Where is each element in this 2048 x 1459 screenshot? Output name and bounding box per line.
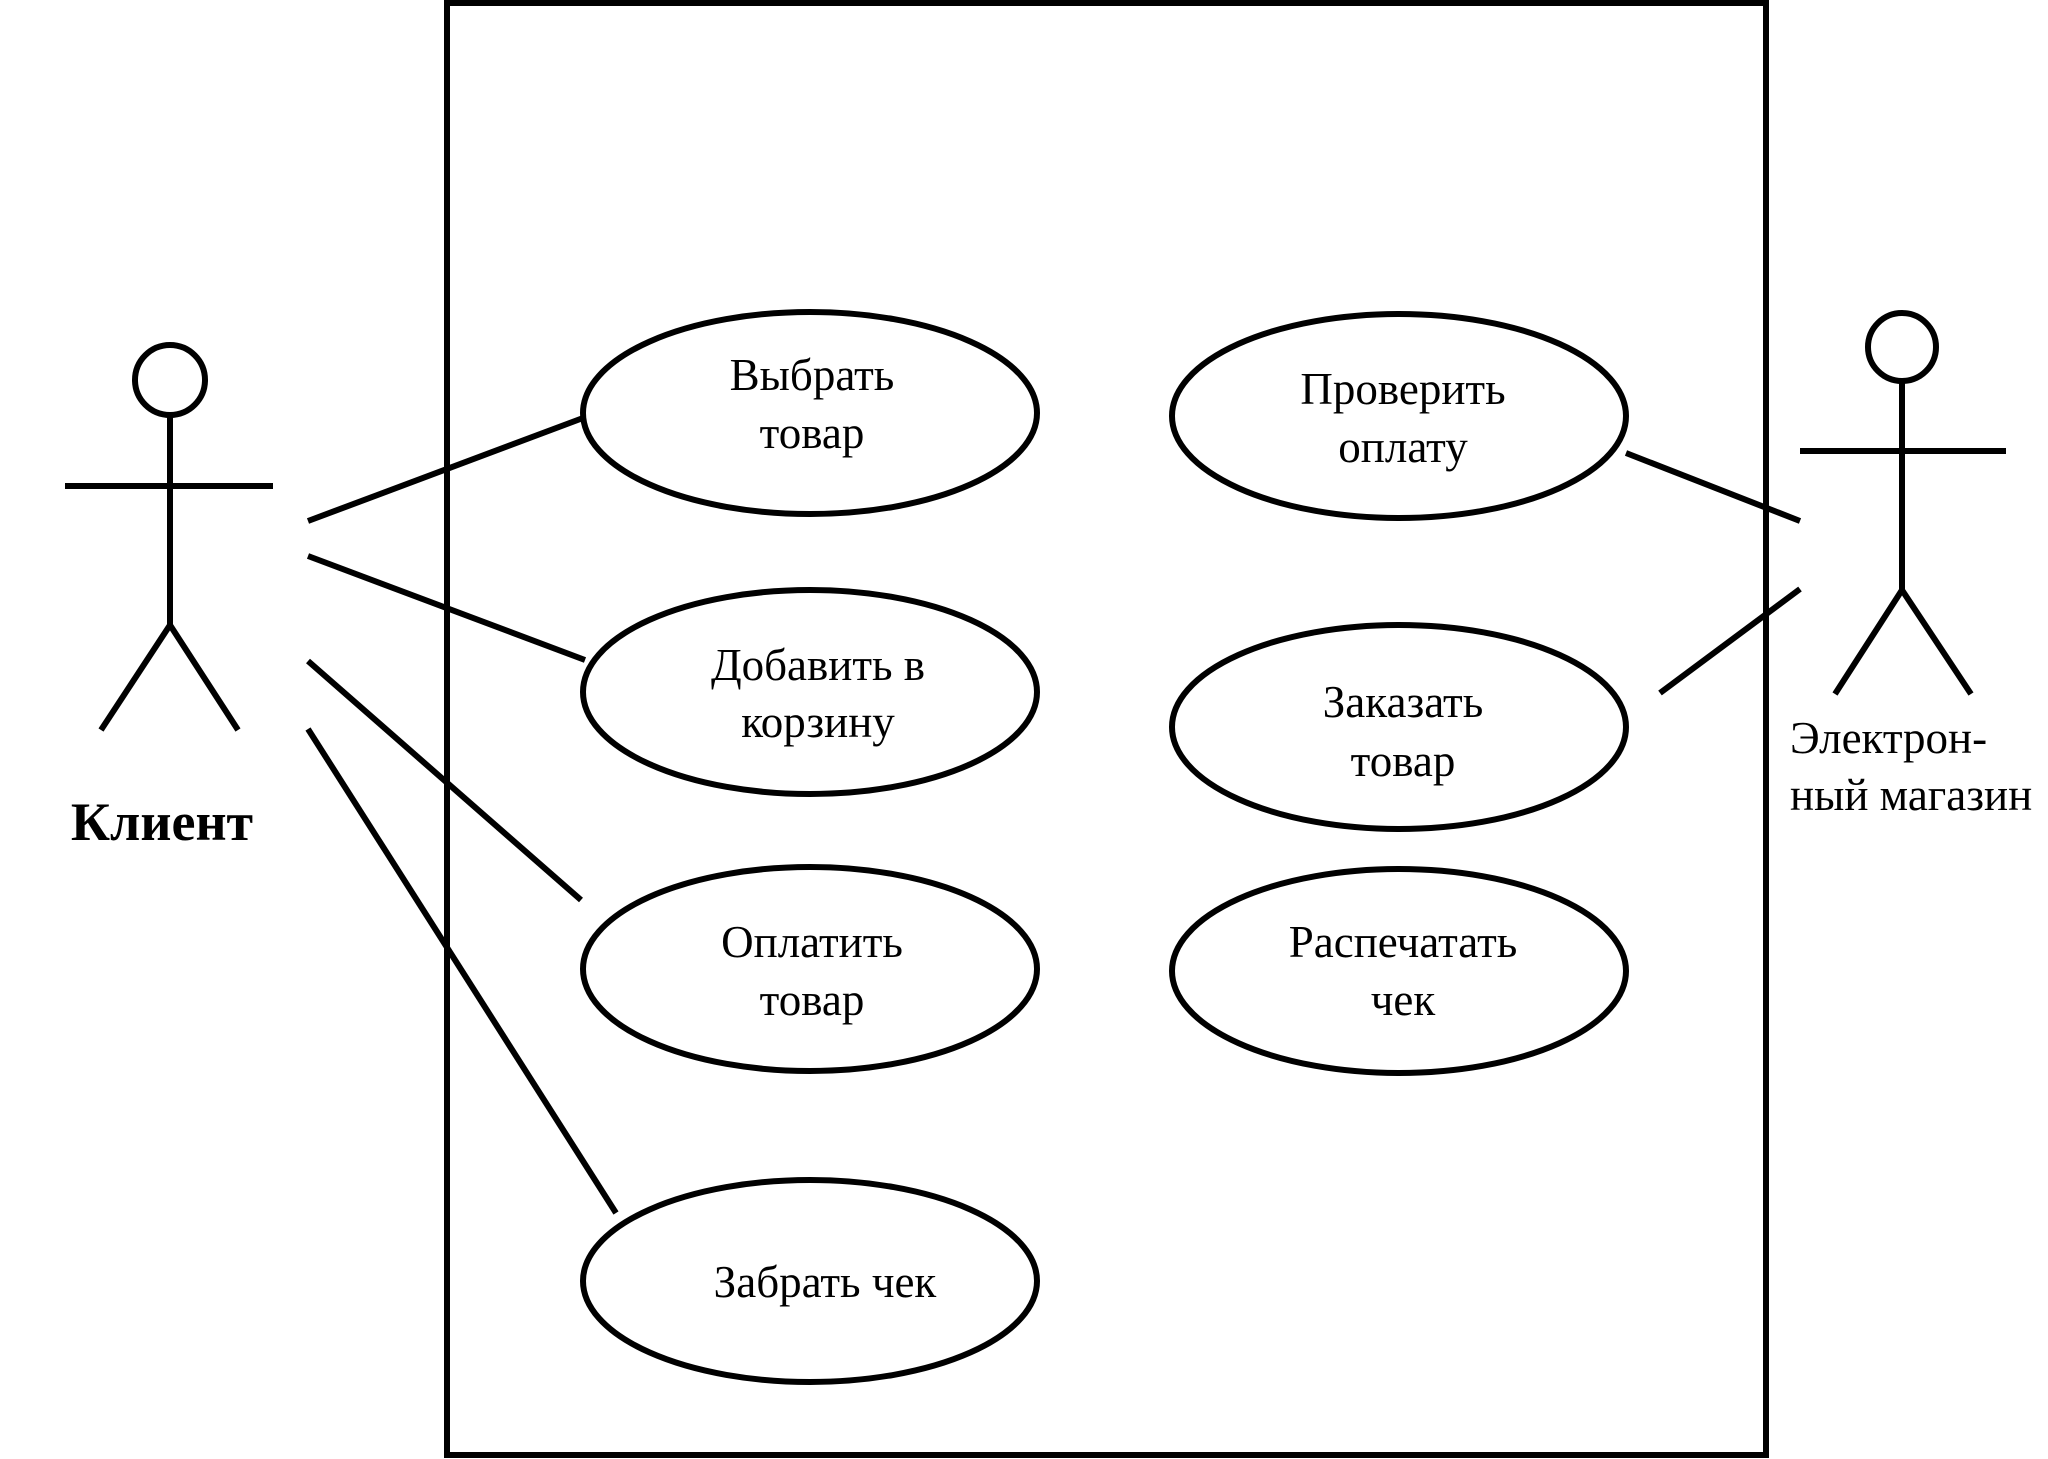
usecase-print-receipt-line1: Распечатать <box>1289 917 1518 967</box>
actor-client-leg-right <box>167 623 241 732</box>
usecase-take-receipt-line1: Забрать чек <box>714 1257 937 1307</box>
usecase-select-product-ellipse <box>580 309 1040 517</box>
usecase-check-payment: Проверить оплату <box>1169 311 1629 521</box>
usecase-add-to-cart-line2: корзину <box>741 697 895 747</box>
usecase-pay-product: Оплатить товар <box>580 864 1040 1074</box>
usecase-take-receipt: Забрать чек <box>580 1177 1040 1385</box>
actor-client-head <box>132 342 208 418</box>
usecase-take-receipt-ellipse <box>580 1177 1040 1385</box>
association-shop-order-product <box>1658 586 1802 696</box>
association-client-take-receipt <box>305 727 619 1215</box>
actor-shop-label-line1: Электрон- <box>1790 713 1987 763</box>
actor-shop: Электрон- ный магазин <box>1790 310 2032 820</box>
usecase-pay-product-ellipse <box>580 864 1040 1074</box>
usecase-check-payment-ellipse <box>1169 311 1629 521</box>
system-boundary <box>444 0 1769 1458</box>
usecase-pay-product-line1: Оплатить <box>721 917 903 967</box>
association-client-add-to-cart <box>306 553 587 663</box>
actor-shop-leg-left <box>1832 588 1905 696</box>
actor-client: Клиент <box>65 342 273 852</box>
usecase-order-product: Заказать товар <box>1169 622 1629 832</box>
usecase-order-product-ellipse <box>1169 622 1629 832</box>
actor-client-label: Клиент <box>71 792 253 852</box>
usecase-print-receipt-ellipse <box>1169 866 1629 1076</box>
association-client-select-product <box>306 415 585 524</box>
actor-shop-label-line2: ный магазин <box>1790 770 2032 820</box>
usecase-select-product: Выбрать товар <box>580 309 1040 517</box>
usecase-add-to-cart-line1: Добавить в <box>711 640 925 690</box>
usecase-add-to-cart-ellipse <box>580 587 1040 797</box>
actor-shop-head <box>1865 310 1939 384</box>
actor-shop-leg-right <box>1899 588 1974 696</box>
usecase-order-product-line2: товар <box>1351 736 1456 786</box>
usecase-print-receipt-line2: чек <box>1371 975 1436 1025</box>
usecase-check-payment-line1: Проверить <box>1300 364 1505 414</box>
usecase-print-receipt: Распечатать чек <box>1169 866 1629 1076</box>
association-shop-check-payment <box>1624 450 1802 524</box>
usecase-check-payment-line2: оплату <box>1338 422 1468 472</box>
usecase-pay-product-line2: товар <box>760 975 865 1025</box>
usecase-order-product-line1: Заказать <box>1323 677 1483 727</box>
actor-client-leg-left <box>98 623 173 732</box>
usecase-select-product-line2: товар <box>760 408 865 458</box>
usecase-add-to-cart: Добавить в корзину <box>580 587 1040 797</box>
association-client-pay-product <box>306 658 583 903</box>
usecase-select-product-line1: Выбрать <box>730 350 895 400</box>
